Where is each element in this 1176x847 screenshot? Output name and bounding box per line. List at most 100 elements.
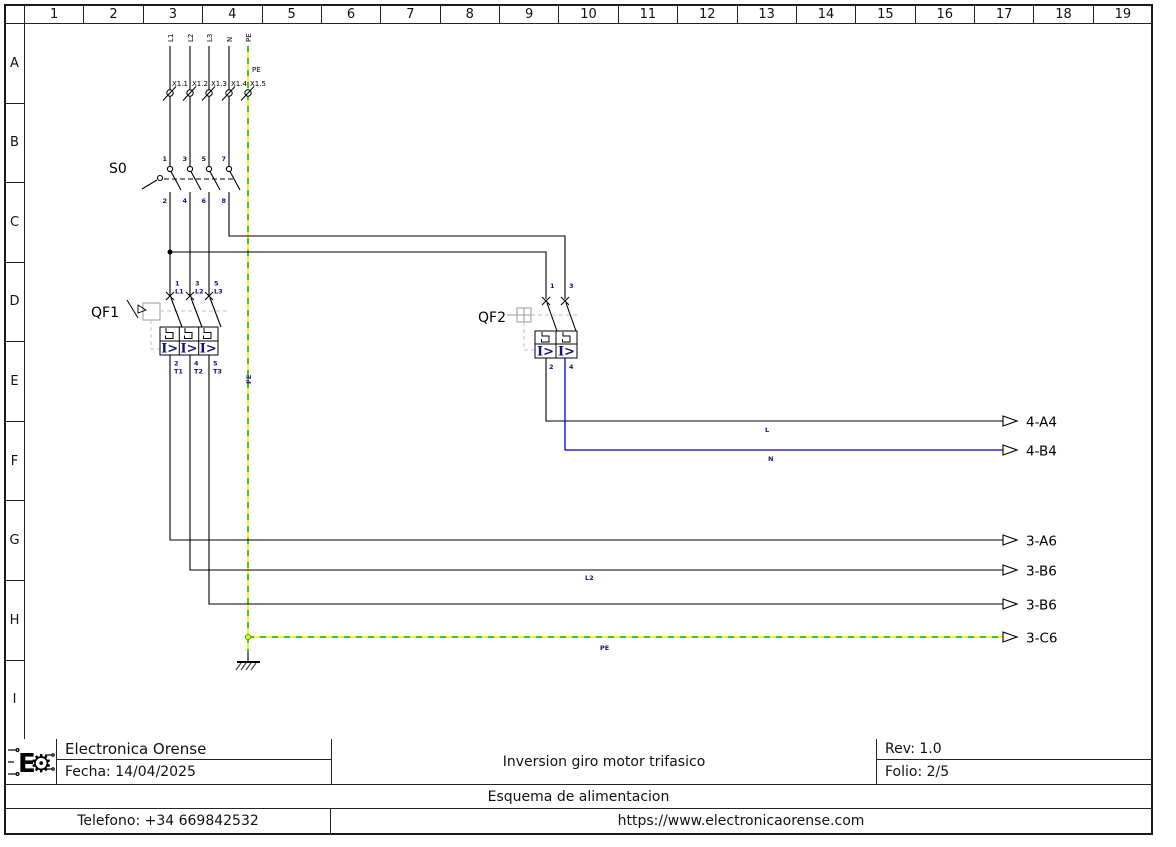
grid-column-16: 16 <box>916 5 975 23</box>
wire-t1-out <box>169 355 1003 541</box>
s0-pin: 6 <box>201 197 206 205</box>
qf2-body <box>534 330 578 359</box>
terminal-label: X1.2 <box>192 80 208 88</box>
wire-label-n: N <box>768 455 773 463</box>
feeder-label-pe: PE <box>245 33 253 42</box>
s0-pin: 4 <box>182 197 187 205</box>
qf1-actuator <box>126 299 228 350</box>
title-block: E ⚙ Electronica Orense Fecha: 14/04/2025… <box>6 739 1151 833</box>
feeder-label-l1: L1 <box>167 34 175 42</box>
grid-row-B: B <box>5 104 24 184</box>
svg-text:3-A6: 3-A6 <box>1026 534 1057 550</box>
offpage-ref-3c6[interactable]: 3-C6 <box>1002 631 1057 647</box>
distribution-wires <box>167 192 566 299</box>
ground-symbol[interactable] <box>235 652 260 671</box>
offpage-ref-4b4[interactable]: 4-B4 <box>1002 444 1057 460</box>
wire-t2-out <box>189 355 1003 571</box>
qf1-trip-symbol: I> <box>161 342 178 357</box>
qf1-pin: L1 <box>175 288 184 296</box>
breaker-qf2[interactable]: QF2 1 3 I> I> 2 4 <box>478 282 578 371</box>
qf1-pin: T3 <box>213 368 222 376</box>
svg-text:4-B4: 4-B4 <box>1026 444 1057 460</box>
revision-field: Rev: 1.0 <box>877 739 1151 760</box>
s0-lever <box>141 174 164 190</box>
svg-text:3-C6: 3-C6 <box>1026 631 1057 647</box>
grid-column-17: 17 <box>975 5 1035 23</box>
sheet-subtitle: Esquema de alimentacion <box>6 785 1151 809</box>
svg-text:3-B6: 3-B6 <box>1026 598 1057 614</box>
svg-text:3-B6: 3-B6 <box>1026 564 1057 580</box>
offpage-references: 4-A4 4-B4 3-A6 3-B6 3-B6 3-C6 <box>1002 415 1057 647</box>
grid-column-9: 9 <box>500 5 560 23</box>
wire-phase-out <box>545 358 1003 422</box>
qf1-trip-symbol: I> <box>181 342 198 357</box>
grid-row-H: H <box>5 581 24 661</box>
qf1-pin: 2 <box>174 360 179 368</box>
wire-neutral-out <box>564 358 1003 451</box>
wire-t3-out <box>208 355 1003 605</box>
company-logo: E ⚙ <box>6 739 57 785</box>
grid-row-I: I <box>12 692 17 708</box>
company-logo-icon: E ⚙ <box>8 747 55 779</box>
grid-row-C: C <box>5 183 24 263</box>
pe-top-label: PE <box>252 66 261 74</box>
qf2-pin: 2 <box>549 363 554 371</box>
grid-corner-cell <box>5 5 25 24</box>
qf2-pin: 4 <box>569 363 574 371</box>
terminal-symbols <box>162 86 255 101</box>
grid-column-19: 19 <box>1114 6 1132 22</box>
grid-column-10: 10 <box>559 5 619 23</box>
qf1-pin: 5 <box>214 280 219 288</box>
drawing-frame-border <box>4 4 1153 835</box>
switch-s0[interactable]: S0 1 3 5 7 2 4 6 8 <box>109 155 241 205</box>
pe-wire <box>244 46 1003 652</box>
qf2-trip-symbol: I> <box>558 345 575 360</box>
feeder-label-l2: L2 <box>187 34 195 42</box>
feeder-labels: L1 L2 L3 N PE <box>167 33 253 42</box>
terminal-strip-x1[interactable]: PE X1.1 X1.2 X1.3 X1.4 X1.5 <box>162 66 266 101</box>
grid-column-14: 14 <box>797 5 857 23</box>
qf1-pin: 3 <box>195 280 200 288</box>
feeder-wires <box>169 46 230 166</box>
grid-row-D: D <box>5 263 24 343</box>
junction-dot <box>167 249 173 255</box>
qf1-pin: T2 <box>194 368 203 376</box>
qf1-pin: 1 <box>175 280 180 288</box>
offpage-ref-3a6[interactable]: 3-A6 <box>1002 534 1057 550</box>
qf1-pin: T1 <box>174 368 183 376</box>
terminal-label: X1.3 <box>211 80 227 88</box>
s0-ref-label: S0 <box>109 161 127 177</box>
svg-text:4-A4: 4-A4 <box>1026 415 1057 431</box>
offpage-ref-4a4[interactable]: 4-A4 <box>1002 415 1057 431</box>
offpage-ref-3b6-b[interactable]: 3-B6 <box>1002 598 1057 614</box>
qf2-ref-label: QF2 <box>478 310 506 326</box>
company-name: Electronica Orense <box>57 739 331 760</box>
wire-label-pe-vertical: PE <box>245 375 253 384</box>
qf2-pin: 1 <box>550 282 555 290</box>
terminal-label: X1.4 <box>231 80 247 88</box>
wire-label-l2: L2 <box>585 574 594 582</box>
feeder-label-n: N <box>226 37 234 42</box>
feeder-label-l3: L3 <box>206 34 214 42</box>
grid-column-15: 15 <box>856 5 916 23</box>
s0-pin: 1 <box>162 155 167 163</box>
offpage-ref-3b6-a[interactable]: 3-B6 <box>1002 564 1057 580</box>
breaker-qf1[interactable]: QF1 1 L1 3 L2 5 L3 I> I> I> <box>91 280 228 376</box>
grid-column-2: 2 <box>84 5 144 23</box>
grid-column-11: 11 <box>619 5 679 23</box>
s0-pin: 7 <box>221 155 226 163</box>
s0-pin: 8 <box>221 197 226 205</box>
wire-label-pe: PE <box>600 644 609 652</box>
grid-column-13: 13 <box>738 5 797 23</box>
grid-row-E: E <box>5 342 24 422</box>
s0-pin: 5 <box>201 155 206 163</box>
website-link[interactable]: https://www.electronicaorense.com <box>617 813 865 829</box>
output-wires: L N L2 PE PE <box>169 355 1003 652</box>
s0-pin: 3 <box>182 155 187 163</box>
grid-row-F: F <box>5 422 24 502</box>
s0-pin: 2 <box>162 197 167 205</box>
grid-column-6: 6 <box>322 5 382 23</box>
